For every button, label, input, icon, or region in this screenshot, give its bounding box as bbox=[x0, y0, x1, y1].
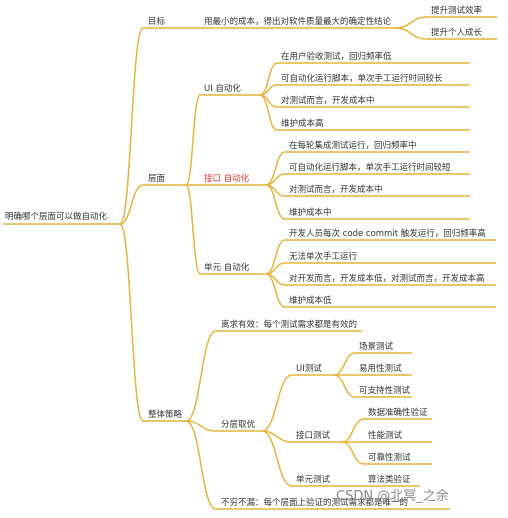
api-item: 对测试而言，开发成本中 bbox=[289, 184, 383, 195]
watermark: CSDN @北冥_之余 bbox=[336, 488, 449, 504]
unit-test-label: 单元测试 bbox=[296, 474, 331, 485]
layered-label: 分层取优 bbox=[221, 419, 256, 430]
api-automation-label: 接口 自动化 bbox=[204, 173, 250, 184]
api-item: 维护成本中 bbox=[289, 207, 332, 218]
goal-label: 目标 bbox=[148, 16, 166, 27]
strategy-no-dup: 不穷不漏：每个层面上验证的测试需求都是唯一的 bbox=[221, 497, 408, 508]
strategy-label: 整体策略 bbox=[148, 409, 183, 420]
ui-item: 维护成本高 bbox=[281, 118, 324, 129]
ui-automation-label: UI 自动化 bbox=[204, 83, 241, 94]
edge-api-test-item bbox=[341, 441, 432, 465]
edge-root-layers bbox=[119, 184, 186, 225]
api-test-item: 数据准确性验证 bbox=[368, 407, 428, 418]
unit-automation-label: 单元 自动化 bbox=[204, 262, 250, 273]
unit-item: 无法单次手工运行 bbox=[289, 251, 358, 262]
edge-layered-api bbox=[261, 430, 342, 443]
edge-layers-ui bbox=[185, 94, 260, 186]
goal-text: 用最小的成本，得出对软件质量最大的确定性结论 bbox=[204, 16, 392, 27]
api-item: 在每轮集成测试运行，回归频率中 bbox=[289, 140, 417, 151]
api-test-item: 性能测试 bbox=[368, 430, 403, 441]
edge-goal-item bbox=[394, 16, 497, 29]
connector-lines bbox=[3, 16, 497, 510]
api-test-item: 可靠性测试 bbox=[368, 452, 411, 463]
edge-api-test-item bbox=[341, 418, 432, 443]
unit-item: 对开发而言，开发成本低，对测试而言，开发成本高 bbox=[289, 273, 485, 284]
strategy-need: 离求有效：每个测试需求都是有效的 bbox=[221, 319, 357, 330]
edge-api-item bbox=[265, 184, 470, 220]
ui-test-label: UI测试 bbox=[296, 363, 322, 374]
goal-item: 提升测试效率 bbox=[431, 5, 483, 16]
edge-root-goal bbox=[119, 27, 186, 225]
root-label: 明确哪个层面可以做自动化 bbox=[5, 211, 108, 222]
edge-strategy-nodup bbox=[185, 420, 450, 510]
edge-layered-ui bbox=[261, 374, 334, 432]
unit-test-item: 算法类验证 bbox=[368, 474, 411, 485]
edge-ui-test-item bbox=[333, 374, 412, 398]
unit-item: 开发人员每次 code commit 触发运行，回归频率高 bbox=[289, 228, 486, 239]
unit-item: 维护成本低 bbox=[289, 295, 332, 306]
edge-unit-item bbox=[265, 273, 496, 308]
edge-unit-item bbox=[265, 262, 496, 275]
api-item: 可自动化运行脚本，单次手工运行时间较短 bbox=[289, 162, 451, 173]
edge-strategy-need bbox=[185, 330, 362, 422]
edge-unit-item bbox=[265, 239, 496, 275]
edge-goal-item bbox=[394, 27, 497, 40]
goal-item: 提升个人成长 bbox=[431, 27, 483, 38]
edge-layers-unit bbox=[185, 184, 266, 275]
edge-api-item bbox=[265, 173, 470, 186]
edge-ui-item bbox=[259, 94, 470, 131]
edge-strategy-layered bbox=[185, 420, 262, 432]
api-test-label: 接口测试 bbox=[296, 430, 331, 441]
ui-item: 可自动化运行脚本，单次手工运行时间较长 bbox=[281, 73, 443, 84]
layers-label: 层面 bbox=[148, 174, 166, 184]
ui-test-item: 易用性测试 bbox=[359, 363, 402, 374]
ui-item: 对测试而言，开发成本中 bbox=[281, 95, 375, 106]
edge-root-strategy bbox=[119, 223, 186, 422]
ui-item: 在用户验收测试，回归频率低 bbox=[281, 51, 392, 62]
edge-ui-test-item bbox=[333, 352, 412, 376]
edge-ui-item bbox=[259, 84, 470, 96]
ui-test-item: 可支持性测试 bbox=[359, 385, 411, 396]
ui-test-item: 场景测试 bbox=[359, 341, 394, 352]
edge-layered-unit bbox=[261, 430, 342, 487]
